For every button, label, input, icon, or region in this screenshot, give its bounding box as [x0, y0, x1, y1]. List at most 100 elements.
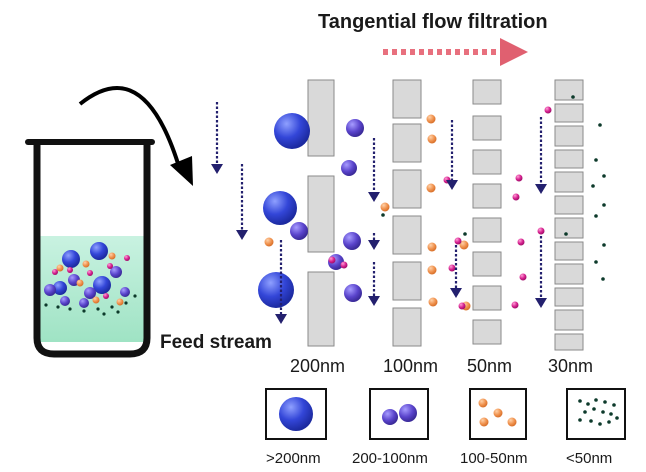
legend-dot — [601, 410, 605, 414]
beaker-particle — [44, 303, 48, 307]
beaker-particle — [116, 310, 120, 314]
down-arrow-head — [535, 184, 547, 194]
down-arrow — [535, 117, 547, 194]
particle-dark — [463, 232, 467, 236]
down-arrow-head — [211, 164, 223, 174]
particle-pink — [544, 106, 552, 114]
particle-orange — [428, 297, 438, 307]
beaker-particle — [92, 296, 100, 304]
down-arrow — [368, 233, 380, 250]
beaker-particle — [110, 266, 122, 278]
particle-medium — [344, 284, 362, 302]
down-arrow-head — [535, 298, 547, 308]
particle-pink — [340, 261, 348, 269]
membrane-label-30nm: 30nm — [548, 356, 593, 376]
particle-orange — [426, 183, 436, 193]
beaker-particle — [102, 312, 106, 316]
particle-pink — [515, 174, 523, 182]
particle-pink — [448, 264, 456, 272]
membrane-block — [554, 263, 584, 285]
beaker-particle — [76, 279, 84, 287]
legend-dot — [609, 412, 613, 416]
tangential-flow-arrow — [383, 38, 528, 66]
beaker — [25, 139, 155, 358]
down-arrows — [211, 102, 547, 324]
membrane-block — [554, 241, 584, 261]
legend-label-medium: 200-100nm — [352, 450, 428, 467]
down-arrow-head — [446, 180, 458, 190]
membrane-block — [392, 123, 422, 163]
beaker-particle — [120, 287, 130, 297]
legend-item-dark: <50nm — [566, 388, 626, 467]
membrane-block — [554, 171, 584, 193]
membrane-block — [472, 115, 502, 141]
legend-dot — [586, 402, 590, 406]
beaker-particles — [44, 242, 137, 316]
membrane-label-200nm: 200nm — [290, 356, 345, 376]
particle-dark — [602, 243, 606, 247]
legend: >200nm 200-100nm 100-50nm <50nm — [265, 388, 626, 467]
beaker-particle — [107, 263, 113, 269]
particle-orange — [427, 134, 437, 144]
particle-dark — [601, 277, 605, 281]
beaker-particle — [60, 296, 70, 306]
down-arrow — [275, 240, 287, 324]
particle-medium — [346, 119, 364, 137]
beaker-particle — [67, 267, 73, 273]
particle-pink — [454, 237, 462, 245]
membrane-block — [554, 103, 584, 123]
beaker-particle — [124, 301, 128, 305]
legend-dot — [589, 419, 593, 423]
particle-orange — [459, 240, 469, 250]
down-arrow-head — [275, 314, 287, 324]
particle-medium — [341, 160, 357, 176]
membrane-block — [554, 333, 584, 351]
particle-pink — [537, 227, 545, 235]
down-arrow — [368, 138, 380, 202]
beaker-particle — [52, 269, 58, 275]
membrane-block — [554, 287, 584, 307]
legend-item-medium: 200-100nm — [352, 388, 429, 467]
particle-large — [263, 191, 297, 225]
particle-dark — [594, 158, 598, 162]
curved-feed-arrow — [78, 86, 193, 186]
membrane-label-100nm: 100nm — [383, 356, 438, 376]
membrane-1 — [307, 79, 335, 347]
particle-pink — [458, 302, 466, 310]
legend-label-dark: <50nm — [566, 450, 612, 467]
beaker-particle — [44, 284, 56, 296]
beaker-particle — [82, 260, 90, 268]
particle-medium — [290, 222, 308, 240]
legend-item-orange: 100-50nm — [460, 388, 528, 467]
legend-dot — [594, 398, 598, 402]
legend-item-large: >200nm — [265, 388, 327, 467]
membrane-block — [392, 307, 422, 347]
particle-orange — [427, 265, 437, 275]
down-arrow-head — [450, 288, 462, 298]
beaker-particle — [56, 305, 60, 309]
membrane-block — [554, 309, 584, 331]
down-arrow — [450, 245, 462, 298]
particle-orange — [426, 114, 436, 124]
membrane-4 — [554, 79, 584, 351]
particle-dark — [602, 174, 606, 178]
particle-orange — [427, 242, 437, 252]
legend-dot — [615, 416, 619, 420]
membrane-3 — [472, 79, 502, 345]
beaker-particle — [110, 305, 114, 309]
legend-dot — [598, 422, 602, 426]
particle-dark — [602, 203, 606, 207]
down-arrow-head — [368, 240, 380, 250]
membrane-block — [392, 261, 422, 301]
down-arrow-head — [368, 296, 380, 306]
membrane-block — [307, 79, 335, 157]
down-arrow — [535, 236, 547, 308]
particle-dark — [598, 123, 602, 127]
membrane-block — [554, 125, 584, 147]
feed-stream-label: Feed stream — [160, 332, 272, 353]
beaker-particle — [116, 298, 124, 306]
particle-dark — [594, 214, 598, 218]
legend-label-orange: 100-50nm — [460, 450, 528, 467]
legend-dot — [578, 399, 582, 403]
beaker-particle — [96, 307, 100, 311]
